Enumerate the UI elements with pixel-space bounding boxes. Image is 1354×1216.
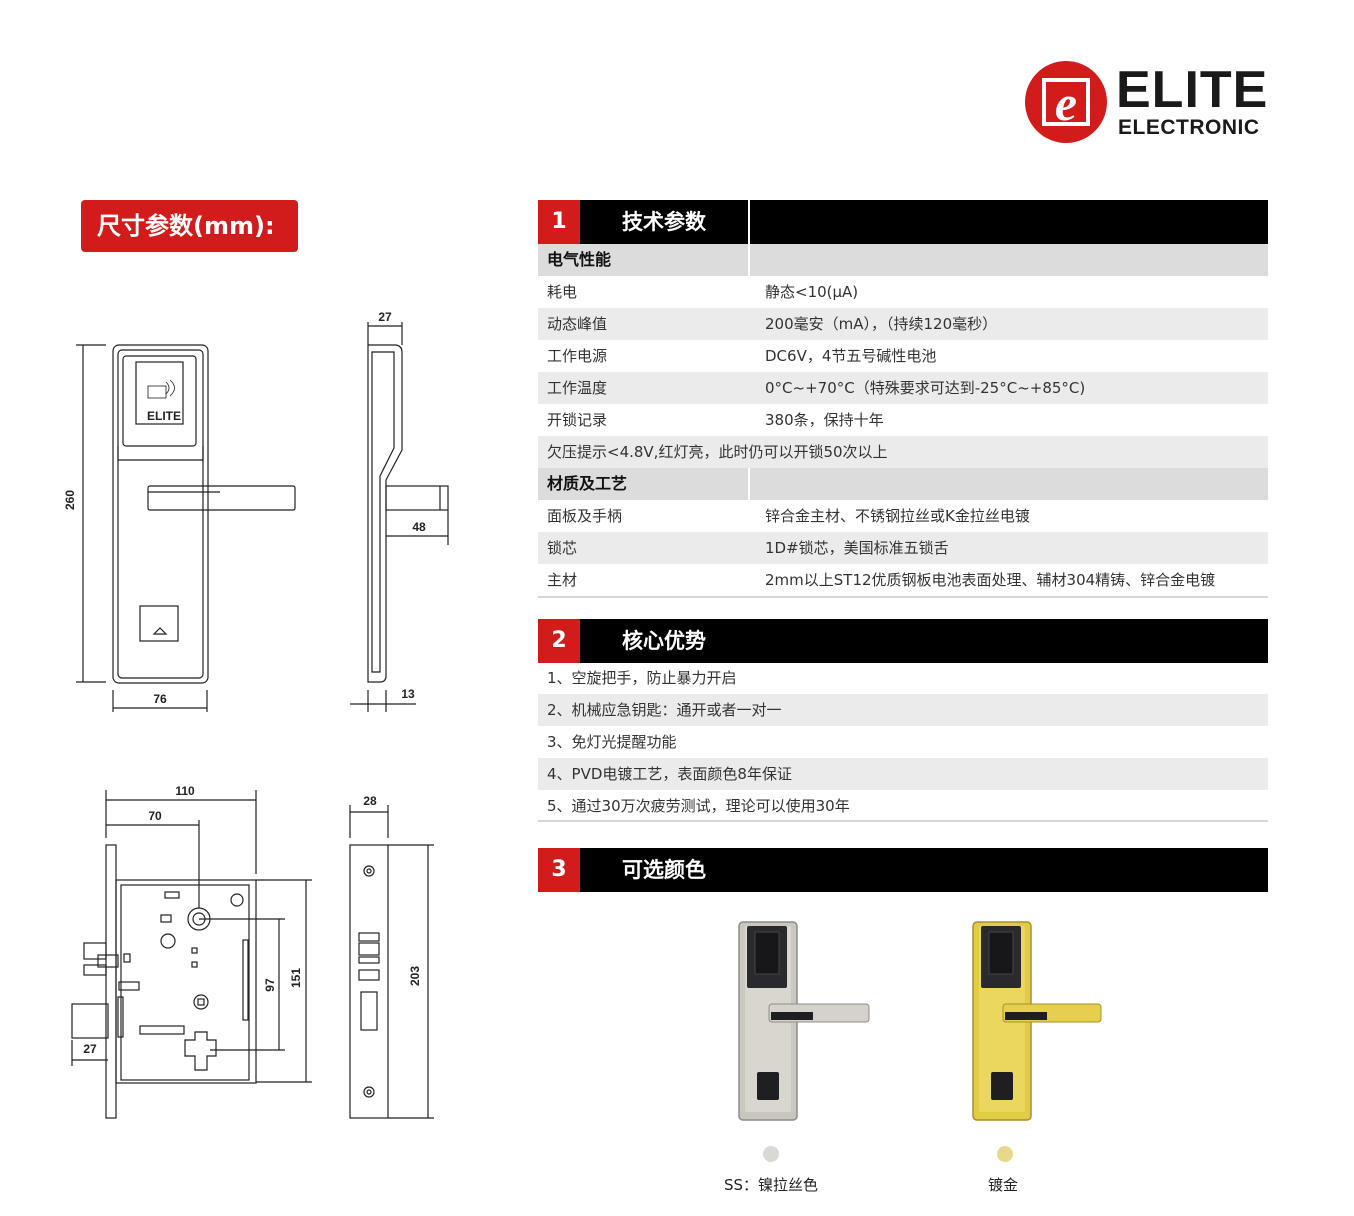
table-row: 工作温度 0°C~+70°C（特殊要求可达到-25°C~+85°C) <box>538 372 1268 404</box>
section-title: 可选颜色 <box>622 858 706 882</box>
mortise-bolt-label: 27 <box>83 1042 97 1056</box>
mortise-height-label: 151 <box>289 968 303 988</box>
spec-value: 1D#锁芯，美国标准五锁舌 <box>765 539 949 557</box>
spec-value: 380条，保持十年 <box>765 411 884 429</box>
advantages-list: 1、空旋把手，防止暴力开启 2、机械应急钥匙：通开或者一对一 3、免灯光提醒功能… <box>538 662 1268 822</box>
section-number: 1 <box>538 200 580 244</box>
brand-name: ELITE <box>1116 61 1269 119</box>
panel-brand-label: ELITE <box>147 409 181 423</box>
spec-label: 工作温度 <box>547 379 608 397</box>
section-title: 技术参数 <box>622 210 706 234</box>
spec-label: 锁芯 <box>547 539 578 557</box>
spec-value: 0°C~+70°C（特殊要求可达到-25°C~+85°C) <box>765 379 1086 397</box>
mortise-width-label: 110 <box>175 784 195 798</box>
lock-gold-image <box>972 921 1102 1121</box>
faceplate-drawing <box>349 805 434 1119</box>
front-view-drawing <box>76 344 296 712</box>
side-handle-label: 48 <box>412 520 426 534</box>
table-row: 锁芯 1D#锁芯，美国标准五锁舌 <box>538 532 1268 564</box>
spec-label: 面板及手柄 <box>547 507 623 525</box>
table-row: 工作电源 DC6V，4节五号碱性电池 <box>538 340 1268 372</box>
brand-mark-letter: e <box>1055 75 1077 131</box>
table-row: 动态峰值 200毫安（mA），（持续120毫秒） <box>538 308 1268 340</box>
lock-nickel-image <box>738 921 870 1121</box>
advantage-text: 5、通过30万次疲劳测试，理论可以使用30年 <box>547 797 850 815</box>
dimensions-badge: 尺寸参数(mm): <box>81 200 298 252</box>
section-divider <box>748 200 750 244</box>
side-top-label: 27 <box>378 310 392 324</box>
spec-label: 工作电源 <box>547 347 608 365</box>
spec-label: 耗电 <box>547 283 578 301</box>
side-view-drawing <box>350 322 449 712</box>
section-number: 3 <box>538 848 580 892</box>
color-label-gold: 镀金 <box>988 1176 1019 1194</box>
technical-drawings: ELITE 260 76 27 48 13 110 70 97 151 27 2… <box>63 310 449 1119</box>
list-divider <box>538 820 1268 822</box>
spec-label: 动态峰值 <box>547 315 608 333</box>
table-row: 欠压提示<4.8V,红灯亮，此时仍可以开锁50次以上 <box>538 436 1268 468</box>
section-number: 2 <box>538 619 580 663</box>
table-row: 开锁记录 380条，保持十年 <box>538 404 1268 436</box>
faceplate-height-label: 203 <box>408 966 422 986</box>
table-divider <box>538 596 1268 598</box>
front-width-label: 76 <box>153 692 167 706</box>
list-item: 1、空旋把手，防止暴力开启 <box>538 662 1268 694</box>
table-row: 耗电 静态<10(µA) <box>538 276 1268 308</box>
spec-value: DC6V，4节五号碱性电池 <box>765 347 937 365</box>
nickel-swatch <box>763 1146 779 1162</box>
mortise-center-label: 70 <box>148 809 162 823</box>
spec-value: 静态<10(µA) <box>765 283 859 301</box>
spec-label: 主材 <box>547 571 578 589</box>
group-label: 材质及工艺 <box>547 474 628 493</box>
table-row: 面板及手柄 锌合金主材、不锈钢拉丝或K金拉丝电镀 <box>538 500 1268 532</box>
list-item: 5、通过30万次疲劳测试，理论可以使用30年 <box>538 790 1268 822</box>
front-height-label: 260 <box>63 490 77 510</box>
mortise-spacing-label: 97 <box>263 978 277 992</box>
spec-value: 锌合金主材、不锈钢拉丝或K金拉丝电镀 <box>765 507 1030 525</box>
brand-logo: e ELITE ELECTRONIC <box>1024 60 1274 146</box>
group-label: 电气性能 <box>547 250 612 269</box>
advantage-text: 3、免灯光提醒功能 <box>547 733 677 751</box>
section-header-advantages: 2 核心优势 <box>538 619 1268 663</box>
section-title: 核心优势 <box>622 629 706 653</box>
list-item: 3、免灯光提醒功能 <box>538 726 1268 758</box>
spec-table: 电气性能 耗电 静态<10(µA) 动态峰值 200毫安（mA），（持续120毫… <box>538 244 1268 596</box>
advantage-text: 4、PVD电镀工艺，表面颜色8年保证 <box>547 765 792 783</box>
brand-mark-icon: e <box>1025 61 1107 143</box>
color-label-nickel: SS：镍拉丝色 <box>724 1176 819 1194</box>
gold-swatch <box>997 1146 1013 1162</box>
section-header-tech: 1 技术参数 <box>538 200 1268 244</box>
advantage-text: 2、机械应急钥匙：通开或者一对一 <box>547 701 782 719</box>
list-item: 4、PVD电镀工艺，表面颜色8年保证 <box>538 758 1268 790</box>
spec-value: 2mm以上ST12优质钢板电池表面处理、辅材304精铸、锌合金电镀 <box>765 571 1216 589</box>
list-item: 2、机械应急钥匙：通开或者一对一 <box>538 694 1268 726</box>
table-row: 主材 2mm以上ST12优质钢板电池表面处理、辅材304精铸、锌合金电镀 <box>538 564 1268 596</box>
low-voltage-note: 欠压提示<4.8V,红灯亮，此时仍可以开锁50次以上 <box>547 443 888 461</box>
faceplate-width-label: 28 <box>363 794 377 808</box>
spec-group-electrical: 电气性能 <box>538 244 1268 276</box>
advantage-text: 1、空旋把手，防止暴力开启 <box>547 669 737 687</box>
brand-subtitle: ELECTRONIC <box>1118 116 1260 139</box>
spec-value: 200毫安（mA），（持续120毫秒） <box>765 315 998 333</box>
spec-group-material: 材质及工艺 <box>538 468 1268 500</box>
section-header-colors: 3 可选颜色 <box>538 848 1268 892</box>
mortise-drawing <box>71 790 312 1119</box>
spec-label: 开锁记录 <box>547 411 608 429</box>
side-bottom-label: 13 <box>401 687 415 701</box>
